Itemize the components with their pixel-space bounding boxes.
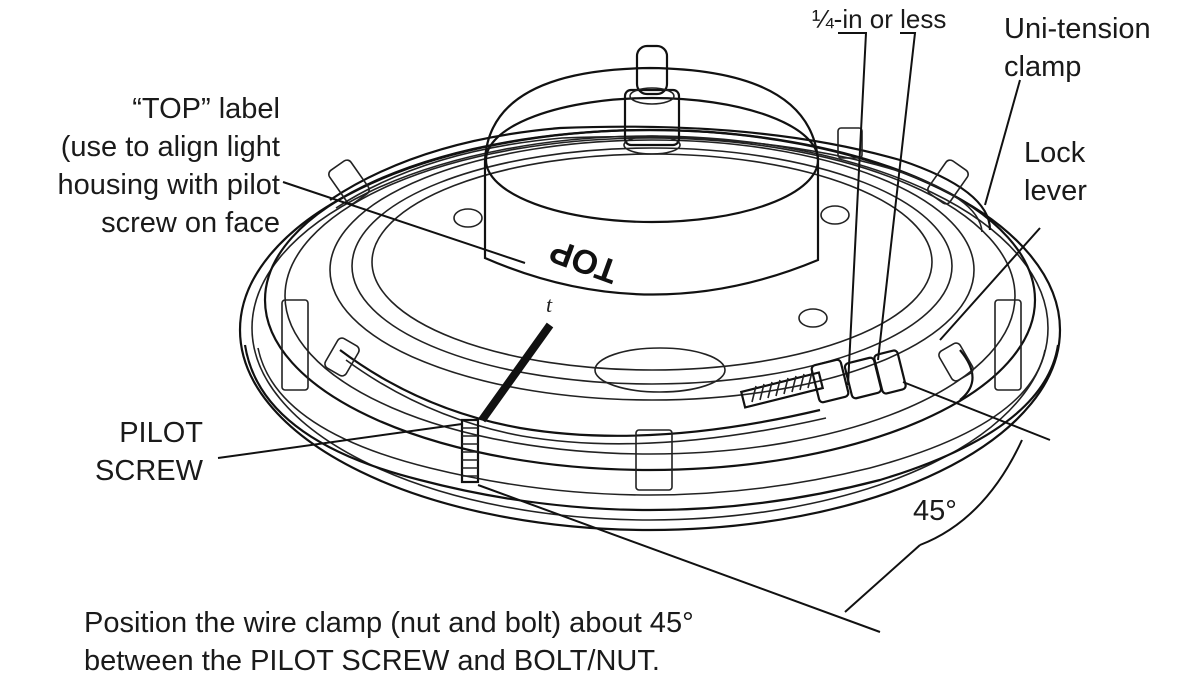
uni-tension-line-1: Uni-tension	[1004, 13, 1151, 45]
uni-tension-clamp-wire	[329, 125, 992, 445]
top-label-line-1: “TOP” label	[132, 93, 280, 125]
uni-tension-clamp-callout: Uni-tension clamp	[1004, 10, 1151, 86]
lock-lever-line-2: lever	[1024, 175, 1087, 207]
quarter-inch-callout: ¼-in or less	[812, 4, 947, 34]
small-t-marking: t	[546, 292, 553, 317]
pilot-screw-callout: PILOT SCREW	[60, 414, 203, 490]
lens-face	[453, 205, 850, 393]
lock-lever-line-1: Lock	[1024, 137, 1086, 169]
leader-lines	[217, 32, 1051, 633]
top-label-line-3: housing with pilot	[57, 169, 280, 201]
top-label-callout: “TOP” label (use to align light housing …	[10, 90, 280, 242]
bolt-nut-assembly	[739, 349, 907, 409]
top-label-line-2: (use to align light	[60, 131, 280, 163]
lock-lever-callout: Lock lever	[1024, 134, 1087, 210]
pilot-screw-line-1: PILOT	[119, 417, 203, 449]
angle-label: 45°	[913, 495, 957, 527]
housing-rings	[238, 128, 1062, 532]
center-dome	[483, 44, 820, 296]
instruction-caption: Position the wire clamp (nut and bolt) a…	[84, 604, 694, 680]
pilot-screw-line-2: SCREW	[95, 455, 203, 487]
retaining-clips	[281, 127, 1022, 491]
pilot-screw	[460, 322, 554, 484]
caption-line-2: between the PILOT SCREW and BOLT/NUT.	[84, 645, 660, 677]
caption-line-1: Position the wire clamp (nut and bolt) a…	[84, 607, 694, 639]
top-label-line-4: screw on face	[101, 207, 280, 239]
uni-tension-line-2: clamp	[1004, 51, 1082, 83]
